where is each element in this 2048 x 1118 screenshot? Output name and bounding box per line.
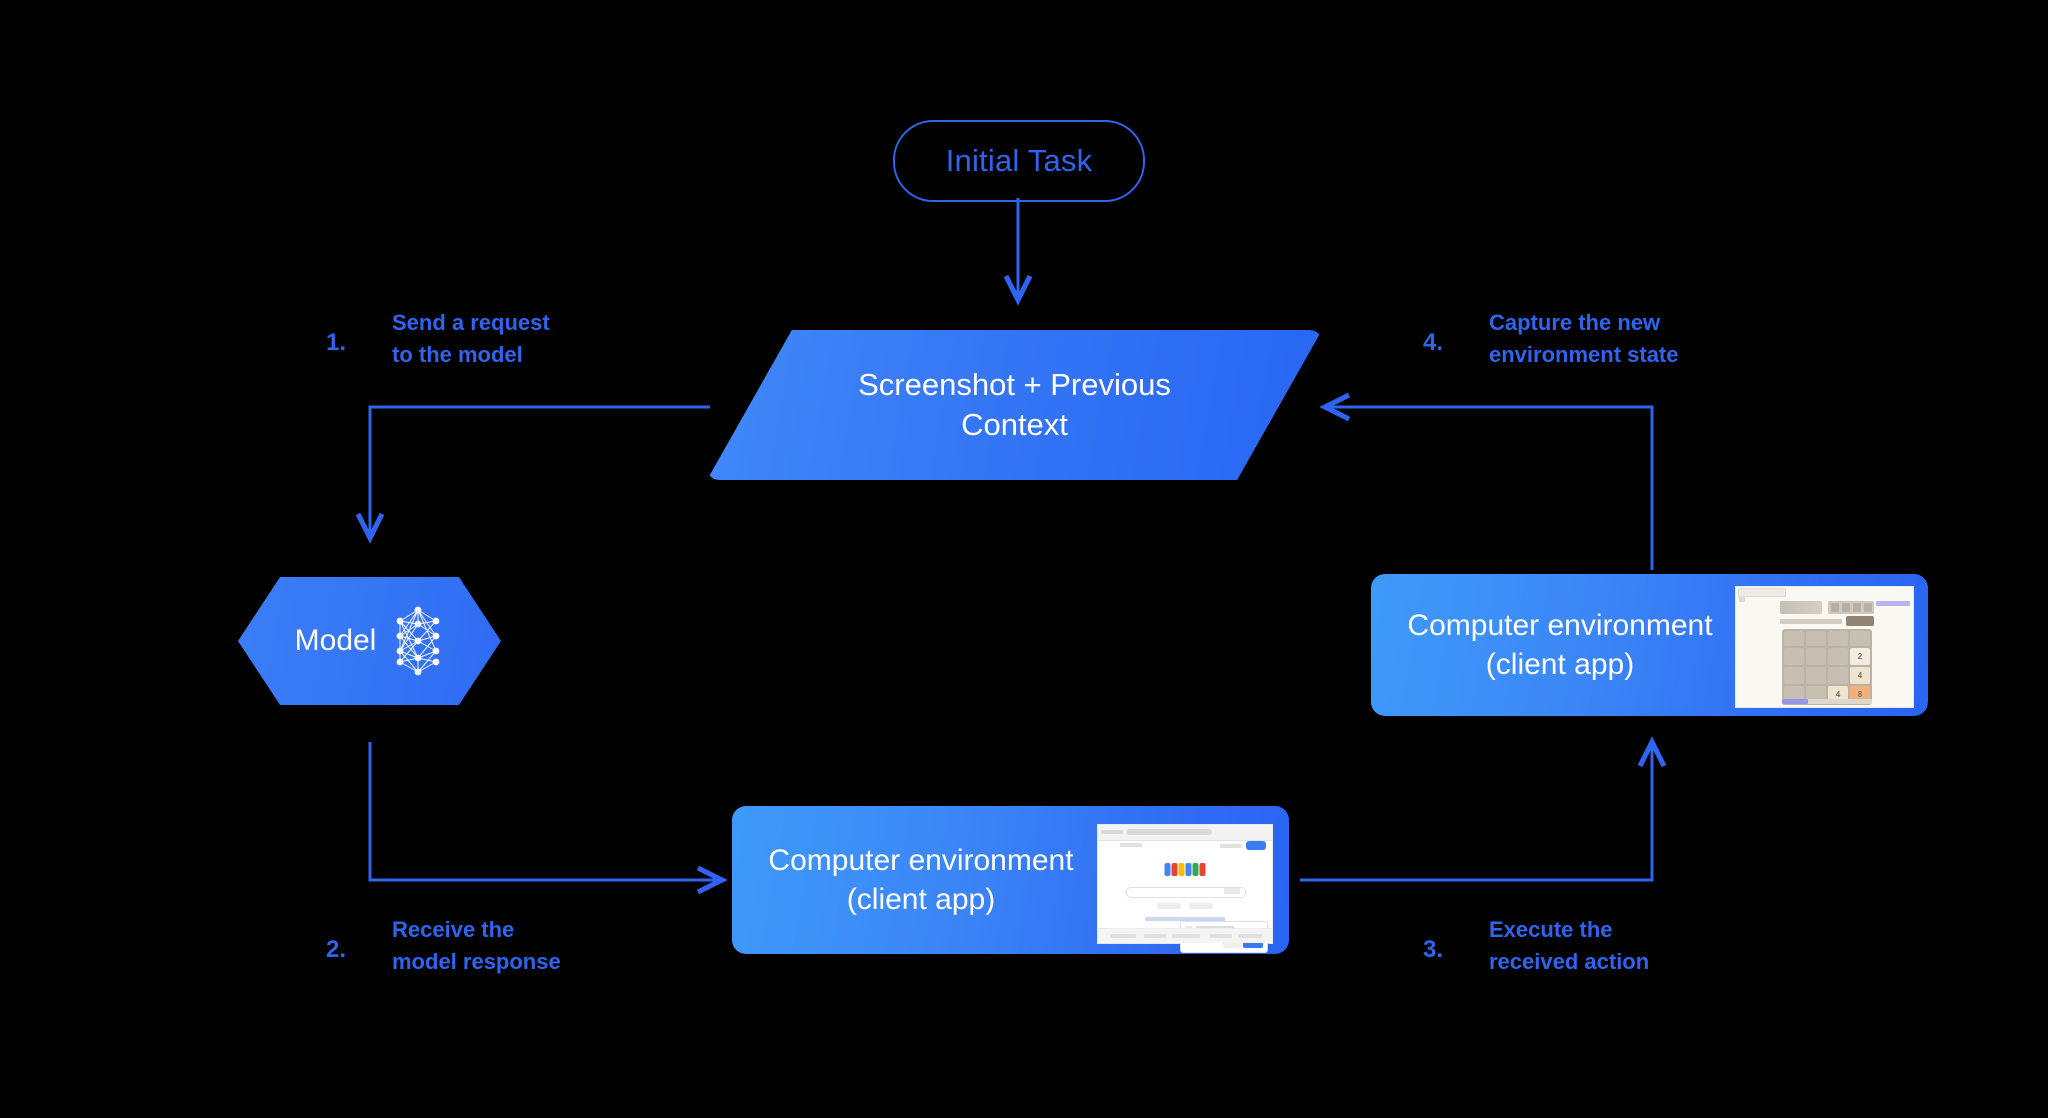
initial-task-label: Initial Task [945,143,1093,178]
context-node-shape [707,330,1322,480]
arrow-step-1 [355,405,710,544]
tile-value: 4 [1835,690,1841,699]
browser-url-bar[interactable] [1126,829,1212,835]
language-links[interactable] [1145,917,1225,921]
google-top-links [1220,844,1242,848]
env-bottom-line2: (client app) [846,883,996,916]
browser-tab-icon [1739,597,1745,602]
step-4-text: Capture the new environment state [1489,310,1679,367]
dialog-primary-button[interactable] [1243,941,1263,948]
model-node-label: Model [294,624,377,657]
step-4-label: 4. Capture the new environment state [1423,307,1743,377]
step-3-label: 3. Execute the received action [1423,914,1713,984]
env-right-label: Computer environment (client app) [1371,606,1733,684]
tile-cell [1784,686,1804,703]
tile-cell [1806,667,1826,684]
step-1-text: Send a request to the model [392,310,550,367]
tile-cell [1828,648,1848,665]
browser-nav-buttons [1101,830,1123,834]
arrow-step-4 [1319,392,1654,570]
dialog-secondary-button[interactable] [1223,941,1241,948]
step-2-number: 2. [326,936,347,963]
tile-value: 2 [1857,652,1863,661]
env-bottom-label: Computer environment (client app) [732,841,1094,919]
tile-value: 4 [1857,671,1863,680]
tile-cell [1828,667,1848,684]
search-mic-icon[interactable] [1224,888,1240,894]
browser-tab-bar [1738,588,1786,597]
thumbnail-google-search [1097,824,1273,953]
tile-cell [1806,648,1826,665]
context-node-line2: Context [961,407,1068,442]
computer-environment-bottom-node[interactable]: Computer environment (client app) [732,806,1289,954]
context-node[interactable]: Screenshot + Previous Context [707,330,1322,480]
tile-cell: 4 [1850,667,1870,684]
arrow-step-3 [1300,736,1667,882]
context-node-line1: Screenshot + Previous [858,367,1171,403]
step-1-label: 1. Send a request to the model [326,307,616,377]
sign-in-button[interactable] [1246,841,1266,850]
tile-cell: 2 [1850,648,1870,665]
tile-value: 8 [1857,690,1863,699]
game-footer-text [1782,699,1872,704]
tile-cell [1828,631,1848,646]
arrow-step-2 [368,742,728,895]
tile-cell [1806,631,1826,646]
tile-cell [1784,648,1804,665]
initial-task-node[interactable]: Initial Task [893,120,1145,202]
google-buttons[interactable] [1157,903,1213,909]
game-board: 2 4 4 8 [1782,629,1872,705]
step-4-number: 4. [1423,329,1444,356]
thumbnail-2048-game: 2 4 4 8 [1735,586,1914,708]
step-1-number: 1. [326,329,347,356]
tile-cell [1850,631,1870,646]
google-logo-icon [1164,863,1206,876]
bookmark-row [1120,843,1142,847]
context-node-label: Screenshot + Previous Context [707,330,1322,480]
step-2-label: 2. Receive the model response [326,914,616,984]
step-3-text: Execute the received action [1489,917,1650,974]
header-links [1876,601,1910,606]
tile-cell [1784,631,1804,646]
score-boxes [1828,601,1874,614]
model-node-shape [238,577,501,705]
tile-cell [1806,686,1826,703]
new-game-button[interactable] [1846,616,1874,626]
page-footer [1098,928,1272,943]
step-2-text: Receive the model response [392,917,561,974]
model-node[interactable]: Model [238,577,501,705]
env-right-line1: Computer environment [1407,609,1713,642]
game-site-title [1780,601,1822,614]
computer-environment-right-node[interactable]: Computer environment (client app) [1371,574,1928,716]
env-bottom-line1: Computer environment [768,844,1074,877]
tile-cell: 8 [1850,686,1870,703]
tile-cell [1784,667,1804,684]
game-subtitle [1780,619,1842,624]
tile-cell: 4 [1828,686,1848,703]
neural-network-icon [396,606,440,676]
game-footer-link[interactable] [1782,699,1808,704]
step-3-number: 3. [1423,936,1444,963]
env-right-line2: (client app) [1485,648,1635,681]
google-search-input[interactable] [1126,887,1246,898]
